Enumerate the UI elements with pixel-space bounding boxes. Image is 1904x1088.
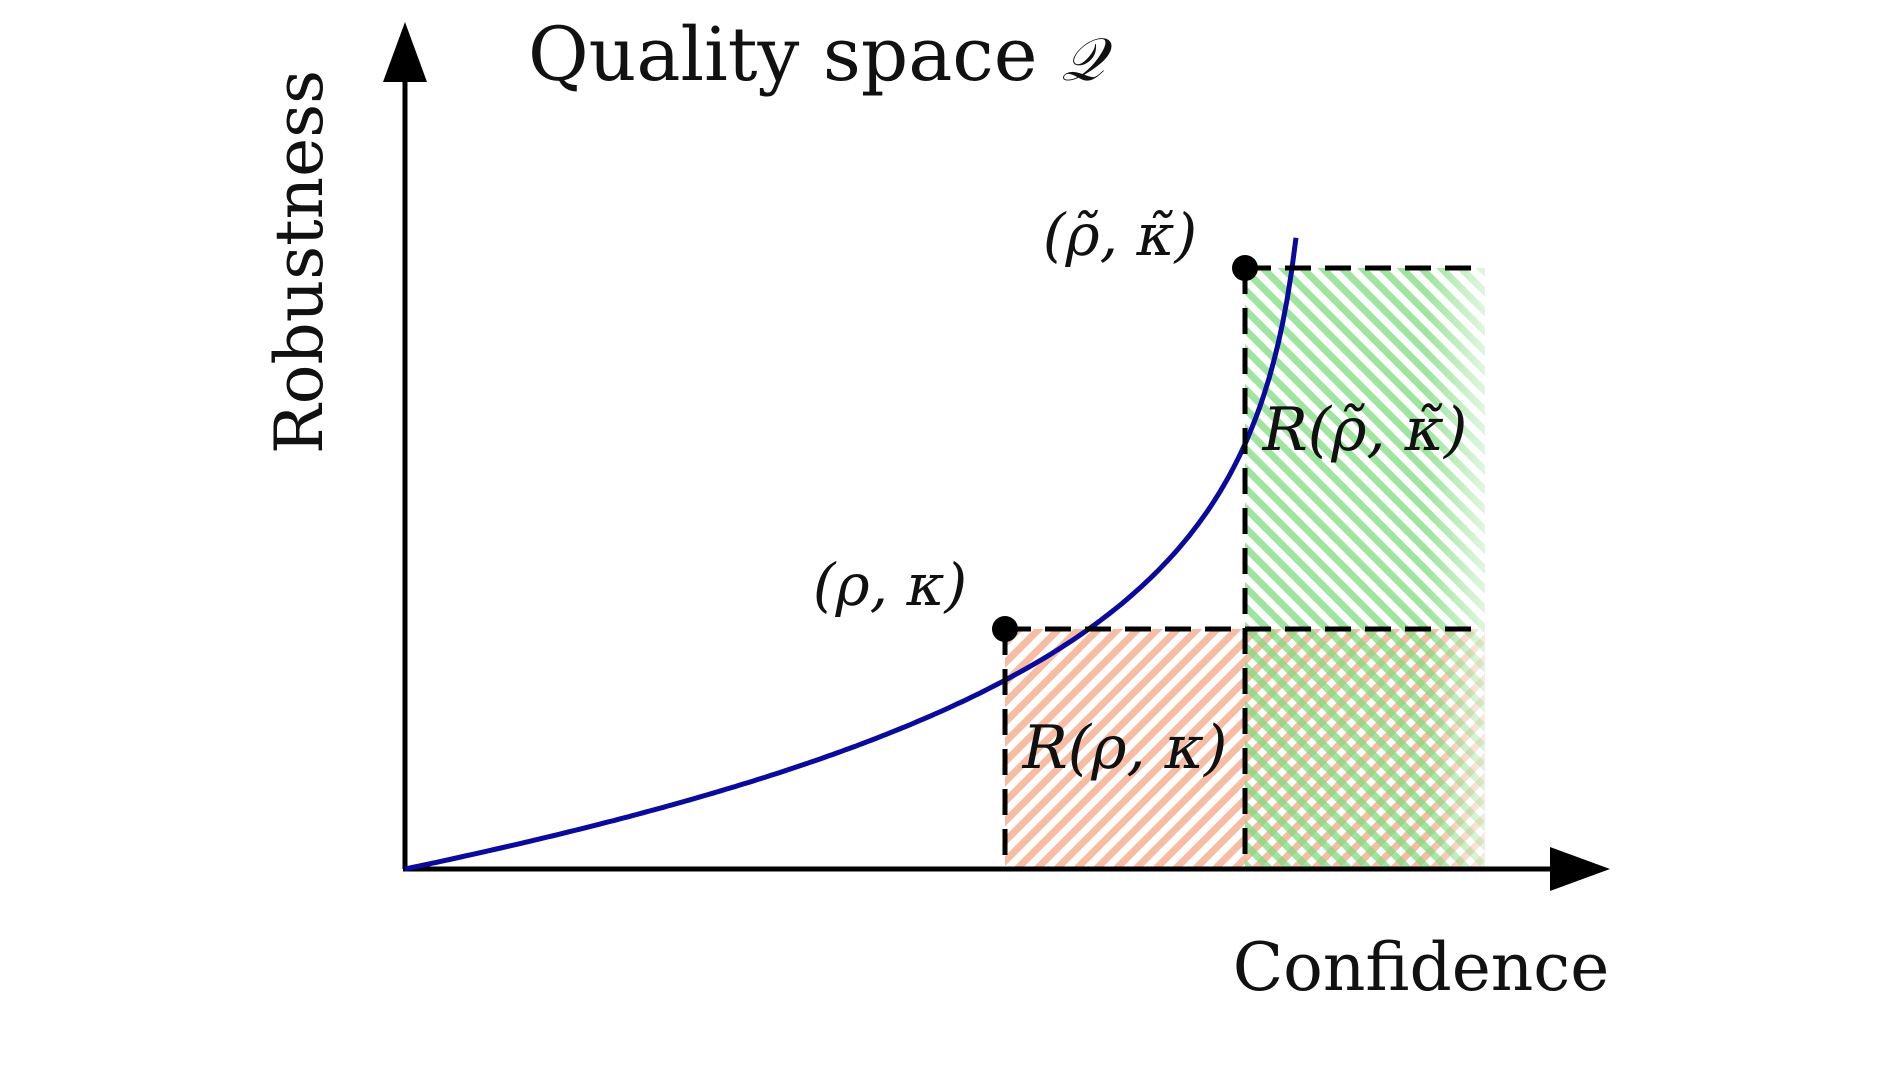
region-r-rho-tilde-kappa-tilde	[1245, 268, 1485, 869]
title-symbol: 𝒬	[1061, 25, 1113, 95]
region-label-r-rho-tilde-kappa-tilde: R(ρ̃, κ̃)	[1262, 395, 1468, 465]
point-label-rho-tilde-kappa-tilde: (ρ̃, κ̃)	[1043, 201, 1197, 269]
point-label-rho-kappa: (ρ, κ)	[813, 551, 967, 619]
y-axis-arrowhead	[383, 22, 427, 82]
region-r-rho-kappa	[1005, 629, 1245, 869]
point-rho-tilde-kappa-tilde	[1232, 255, 1258, 281]
x-axis-arrowhead	[1550, 847, 1610, 891]
x-axis-label: Confidence	[1233, 929, 1610, 1006]
diagram-title: Quality space 𝒬	[528, 12, 1113, 98]
axes	[383, 22, 1610, 891]
region-label-r-rho-kappa: R(ρ, κ)	[1022, 713, 1228, 783]
quality-curve	[404, 237, 1299, 872]
point-rho-kappa	[992, 616, 1018, 642]
title-text: Quality space	[528, 12, 1038, 98]
dashed-boundaries	[1002, 265, 1485, 869]
y-axis-label: Robustness	[261, 70, 338, 454]
